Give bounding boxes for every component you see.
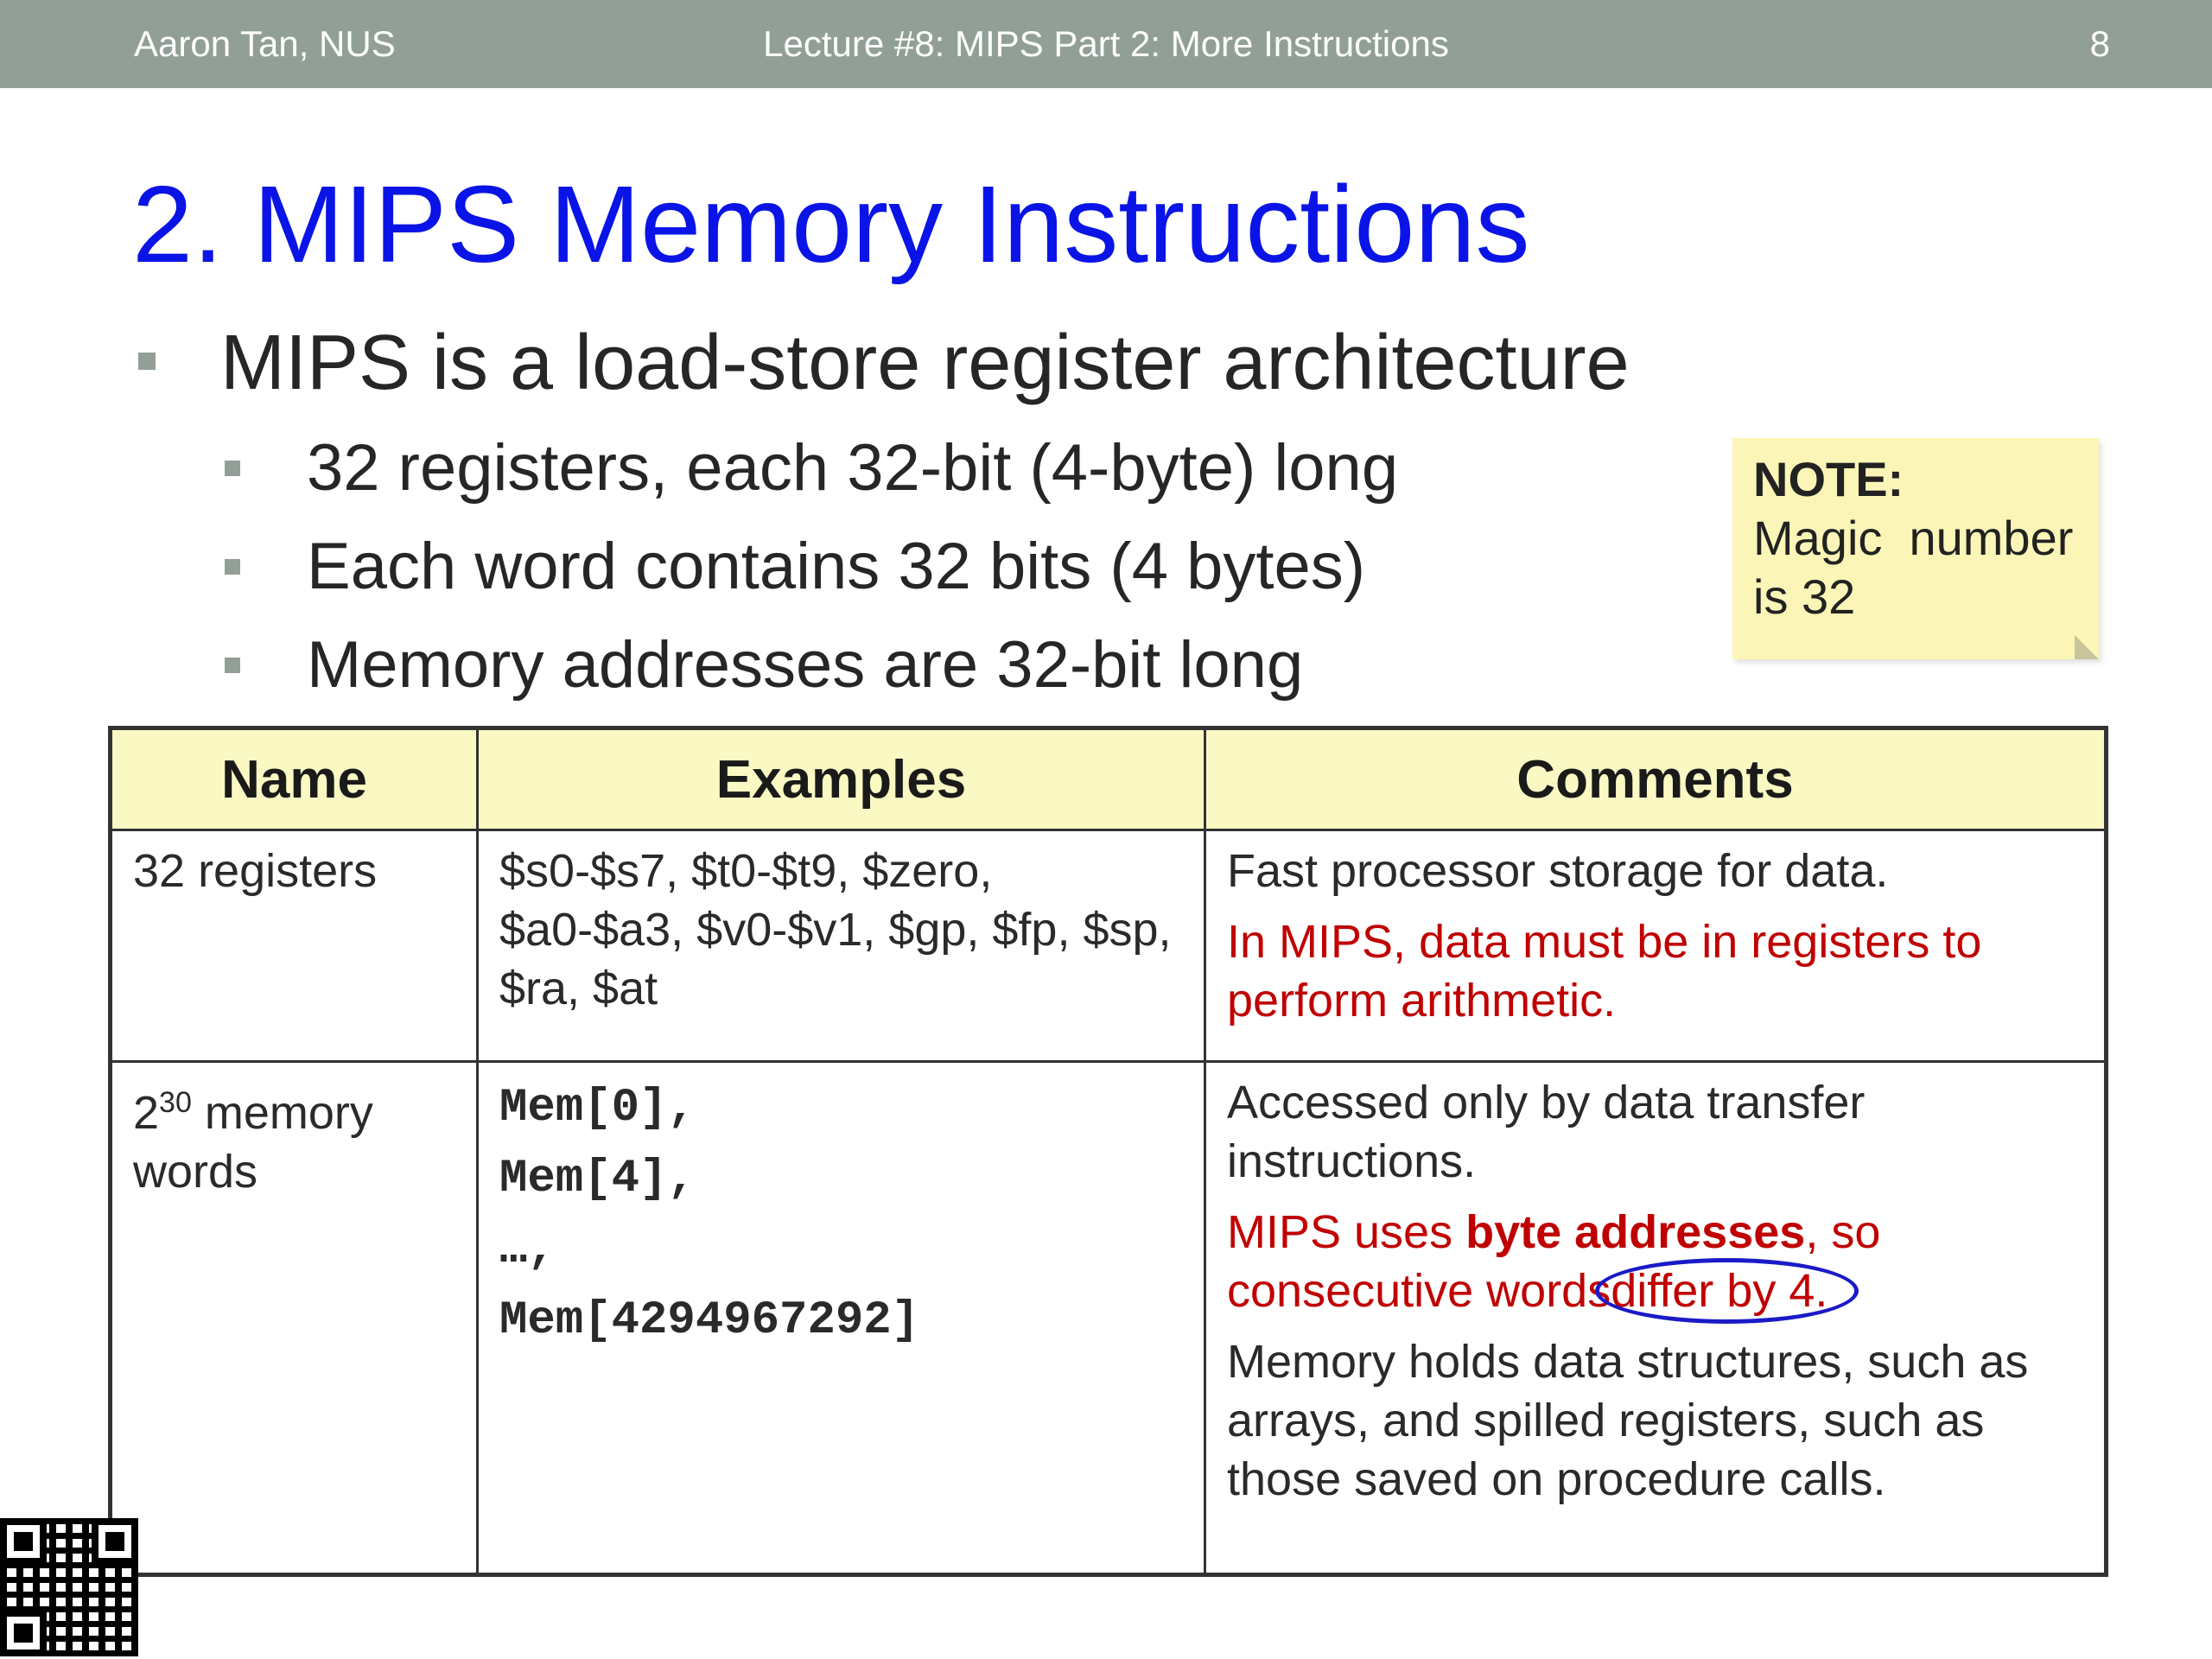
qr-finder-pattern <box>0 1518 47 1565</box>
sub-bullet-registers: 32 registers, each 32-bit (4-byte) long <box>307 431 1399 505</box>
example-mem-last: Mem[4294967292] <box>499 1294 920 1347</box>
example-mem-4: Mem[4], <box>499 1153 696 1205</box>
sticky-note: NOTE: Magic number is 32 <box>1732 438 2099 659</box>
example-mem-0: Mem[0], <box>499 1082 696 1135</box>
cell-name: 230 memory words <box>109 1060 479 1576</box>
column-header-examples: Examples <box>476 727 1206 831</box>
column-header-name: Name <box>109 727 479 831</box>
cell-comments: Accessed only by data transfer instructi… <box>1204 1060 2107 1576</box>
note-line-1: Magic number <box>1753 511 2074 565</box>
sub-bullet-address: Memory addresses are 32-bit long <box>307 628 1304 702</box>
byte-addresses-bold: byte addresses <box>1465 1206 1806 1258</box>
row2-comment-structures: Memory holds data structures, such as ar… <box>1227 1336 2029 1505</box>
header-author: Aaron Tan, NUS <box>134 23 396 64</box>
red-text-mid: , so consecutive words <box>1227 1206 1881 1317</box>
qr-code-icon <box>0 1518 138 1656</box>
note-line-2: is 32 <box>1753 569 1856 624</box>
slide-header: Aaron Tan, NUS Lecture #8: MIPS Part 2: … <box>0 0 2212 88</box>
qr-finder-pattern <box>0 1610 47 1656</box>
row2-comment-access: Accessed only by data transfer instructi… <box>1227 1077 1866 1187</box>
square-bullet-icon <box>225 658 240 673</box>
note-page-curl <box>2075 635 2099 659</box>
cell-examples: $s0-$s7, $t0-$t9, $zero, $a0-$a3, $v0-$v… <box>476 829 1206 1063</box>
header-lecture-title: Lecture #8: MIPS Part 2: More Instructio… <box>763 23 1449 64</box>
memory-table: Name Examples Comments 32 registers $s0-… <box>108 726 2108 1577</box>
example-ellipsis: …, <box>499 1224 556 1276</box>
row2-name-base: 2 <box>133 1087 160 1139</box>
slide-title: 2. MIPS Memory Instructions <box>132 163 1530 285</box>
row1-name: 32 registers <box>133 845 378 897</box>
row1-comment: Fast processor storage for data. <box>1227 845 1889 897</box>
table-row: 32 registers $s0-$s7, $t0-$t9, $zero, $a… <box>109 829 2107 1063</box>
row2-name-exponent: 30 <box>159 1086 192 1119</box>
column-header-comments: Comments <box>1204 727 2107 831</box>
square-bullet-icon <box>225 559 240 575</box>
header-page-number: 8 <box>2089 23 2110 64</box>
note-title: NOTE: <box>1753 452 1904 506</box>
sub-bullet-word: Each word contains 32 bits (4 bytes) <box>307 530 1366 603</box>
table-header-row: Name Examples Comments <box>109 727 2107 831</box>
cell-examples: Mem[0], Mem[4], …, Mem[4294967292] <box>476 1060 1206 1576</box>
blue-ellipse-highlight <box>1595 1258 1859 1324</box>
red-text-pre: MIPS uses <box>1227 1206 1466 1258</box>
square-bullet-icon <box>225 461 240 476</box>
bullet-main: MIPS is a load-store register architectu… <box>220 320 1630 406</box>
row1-examples: $s0-$s7, $t0-$t9, $zero, $a0-$a3, $v0-$v… <box>499 845 1172 1014</box>
table-row: 230 memory words Mem[0], Mem[4], …, Mem[… <box>109 1060 2107 1576</box>
square-bullet-icon <box>138 353 156 370</box>
cell-name: 32 registers <box>109 829 479 1063</box>
row1-comment-emphasis: In MIPS, data must be in registers to pe… <box>1227 916 1982 1027</box>
row2-name-rest: memory words <box>133 1087 373 1198</box>
row2-comment-emphasis: MIPS uses byte addresses, so consecutive… <box>1227 1203 2083 1324</box>
qr-finder-pattern <box>92 1518 138 1565</box>
cell-comments: Fast processor storage for data. In MIPS… <box>1204 829 2107 1063</box>
circled-annotation: differ by 4. <box>1595 1258 1859 1324</box>
